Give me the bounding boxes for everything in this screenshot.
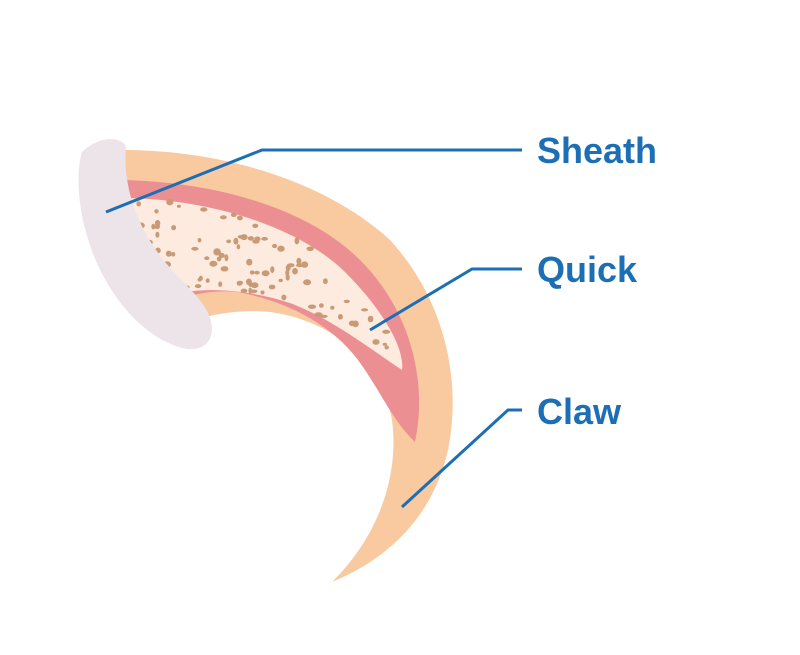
bone-speckle	[205, 278, 210, 283]
bone-speckle	[319, 314, 328, 318]
bone-speckle	[218, 252, 225, 259]
bone-speckle	[191, 246, 199, 251]
bone-speckle	[200, 207, 208, 212]
bone-speckle	[154, 209, 159, 214]
bone-speckle	[246, 258, 253, 266]
bone-speckle	[216, 256, 222, 262]
bone-speckle	[248, 287, 252, 294]
bone-speckle	[319, 303, 324, 308]
bone-speckle	[261, 236, 268, 241]
bone-speckle	[330, 305, 335, 310]
bone-speckle	[204, 256, 210, 261]
bone-speckle	[246, 278, 252, 286]
sheath-shape	[78, 139, 212, 350]
bone-speckle	[261, 270, 270, 277]
claw-label: Claw	[537, 391, 622, 432]
sheath-leader-line	[105, 148, 522, 214]
bone-speckle	[287, 263, 295, 268]
bone-speckle	[237, 215, 243, 221]
claw-leader-line	[400, 408, 522, 509]
quick-leader-line	[369, 267, 522, 332]
bone-speckle	[171, 225, 177, 231]
bone-speckle	[382, 329, 391, 334]
bone-speckle	[367, 315, 374, 323]
bone-speckle	[197, 237, 202, 243]
bone-speckle	[220, 266, 229, 272]
bone-speckle	[384, 345, 390, 350]
bone-speckle	[226, 239, 232, 244]
bone-speckle	[254, 270, 260, 275]
bone-speckle	[224, 254, 229, 262]
bone-speckle	[220, 215, 227, 220]
bone-speckle	[294, 237, 300, 245]
bone-speckle	[303, 279, 312, 286]
bone-speckle	[236, 244, 241, 250]
bone-speckle	[176, 204, 181, 208]
bone-speckle	[348, 320, 356, 327]
bone-speckle	[270, 266, 275, 273]
sheath-label: Sheath	[537, 130, 657, 171]
bone-speckle	[285, 274, 290, 281]
bone-speckle	[343, 299, 350, 304]
bone-speckle	[361, 308, 369, 312]
bone-speckle	[165, 250, 172, 257]
bone-speckle	[209, 260, 218, 267]
bone-speckle	[166, 198, 174, 206]
bone-speckle	[268, 284, 276, 290]
bone-speckle	[171, 252, 176, 257]
bone-speckle	[382, 342, 387, 346]
quick-label: Quick	[537, 249, 638, 290]
bone-speckle	[306, 246, 314, 252]
bone-speckle	[240, 234, 248, 241]
bone-speckle	[197, 277, 202, 282]
bone-speckle	[151, 223, 156, 230]
bone-speckle	[372, 339, 380, 345]
bone-speckle	[323, 278, 328, 285]
bone-speckle	[295, 263, 304, 268]
bone-speckle	[260, 290, 265, 295]
bone-speckle	[296, 257, 302, 265]
bone-speckle	[233, 237, 239, 245]
bone-speckle	[272, 243, 278, 249]
bone-speckle	[307, 304, 317, 309]
bone-speckle	[249, 270, 255, 275]
bone-speckle	[337, 314, 343, 320]
bone-speckle	[278, 278, 283, 283]
bone-speckle	[218, 281, 223, 288]
bone-speckle	[252, 239, 260, 244]
bone-speckle	[194, 284, 202, 289]
bone-speckle	[240, 288, 248, 293]
bone-speckle	[155, 231, 160, 238]
bone-speckle	[281, 294, 287, 301]
bone-speckle	[230, 212, 237, 217]
bone-speckle	[136, 201, 141, 207]
bone-speckle	[292, 267, 298, 275]
bone-speckle	[247, 236, 254, 241]
bone-speckle	[236, 280, 244, 285]
bone-speckle	[250, 282, 259, 289]
bone-speckle	[213, 248, 221, 256]
bone-speckle	[277, 245, 285, 252]
bone-shape	[128, 198, 403, 370]
bone-speckle	[252, 223, 259, 228]
bone-speckle	[154, 219, 161, 227]
